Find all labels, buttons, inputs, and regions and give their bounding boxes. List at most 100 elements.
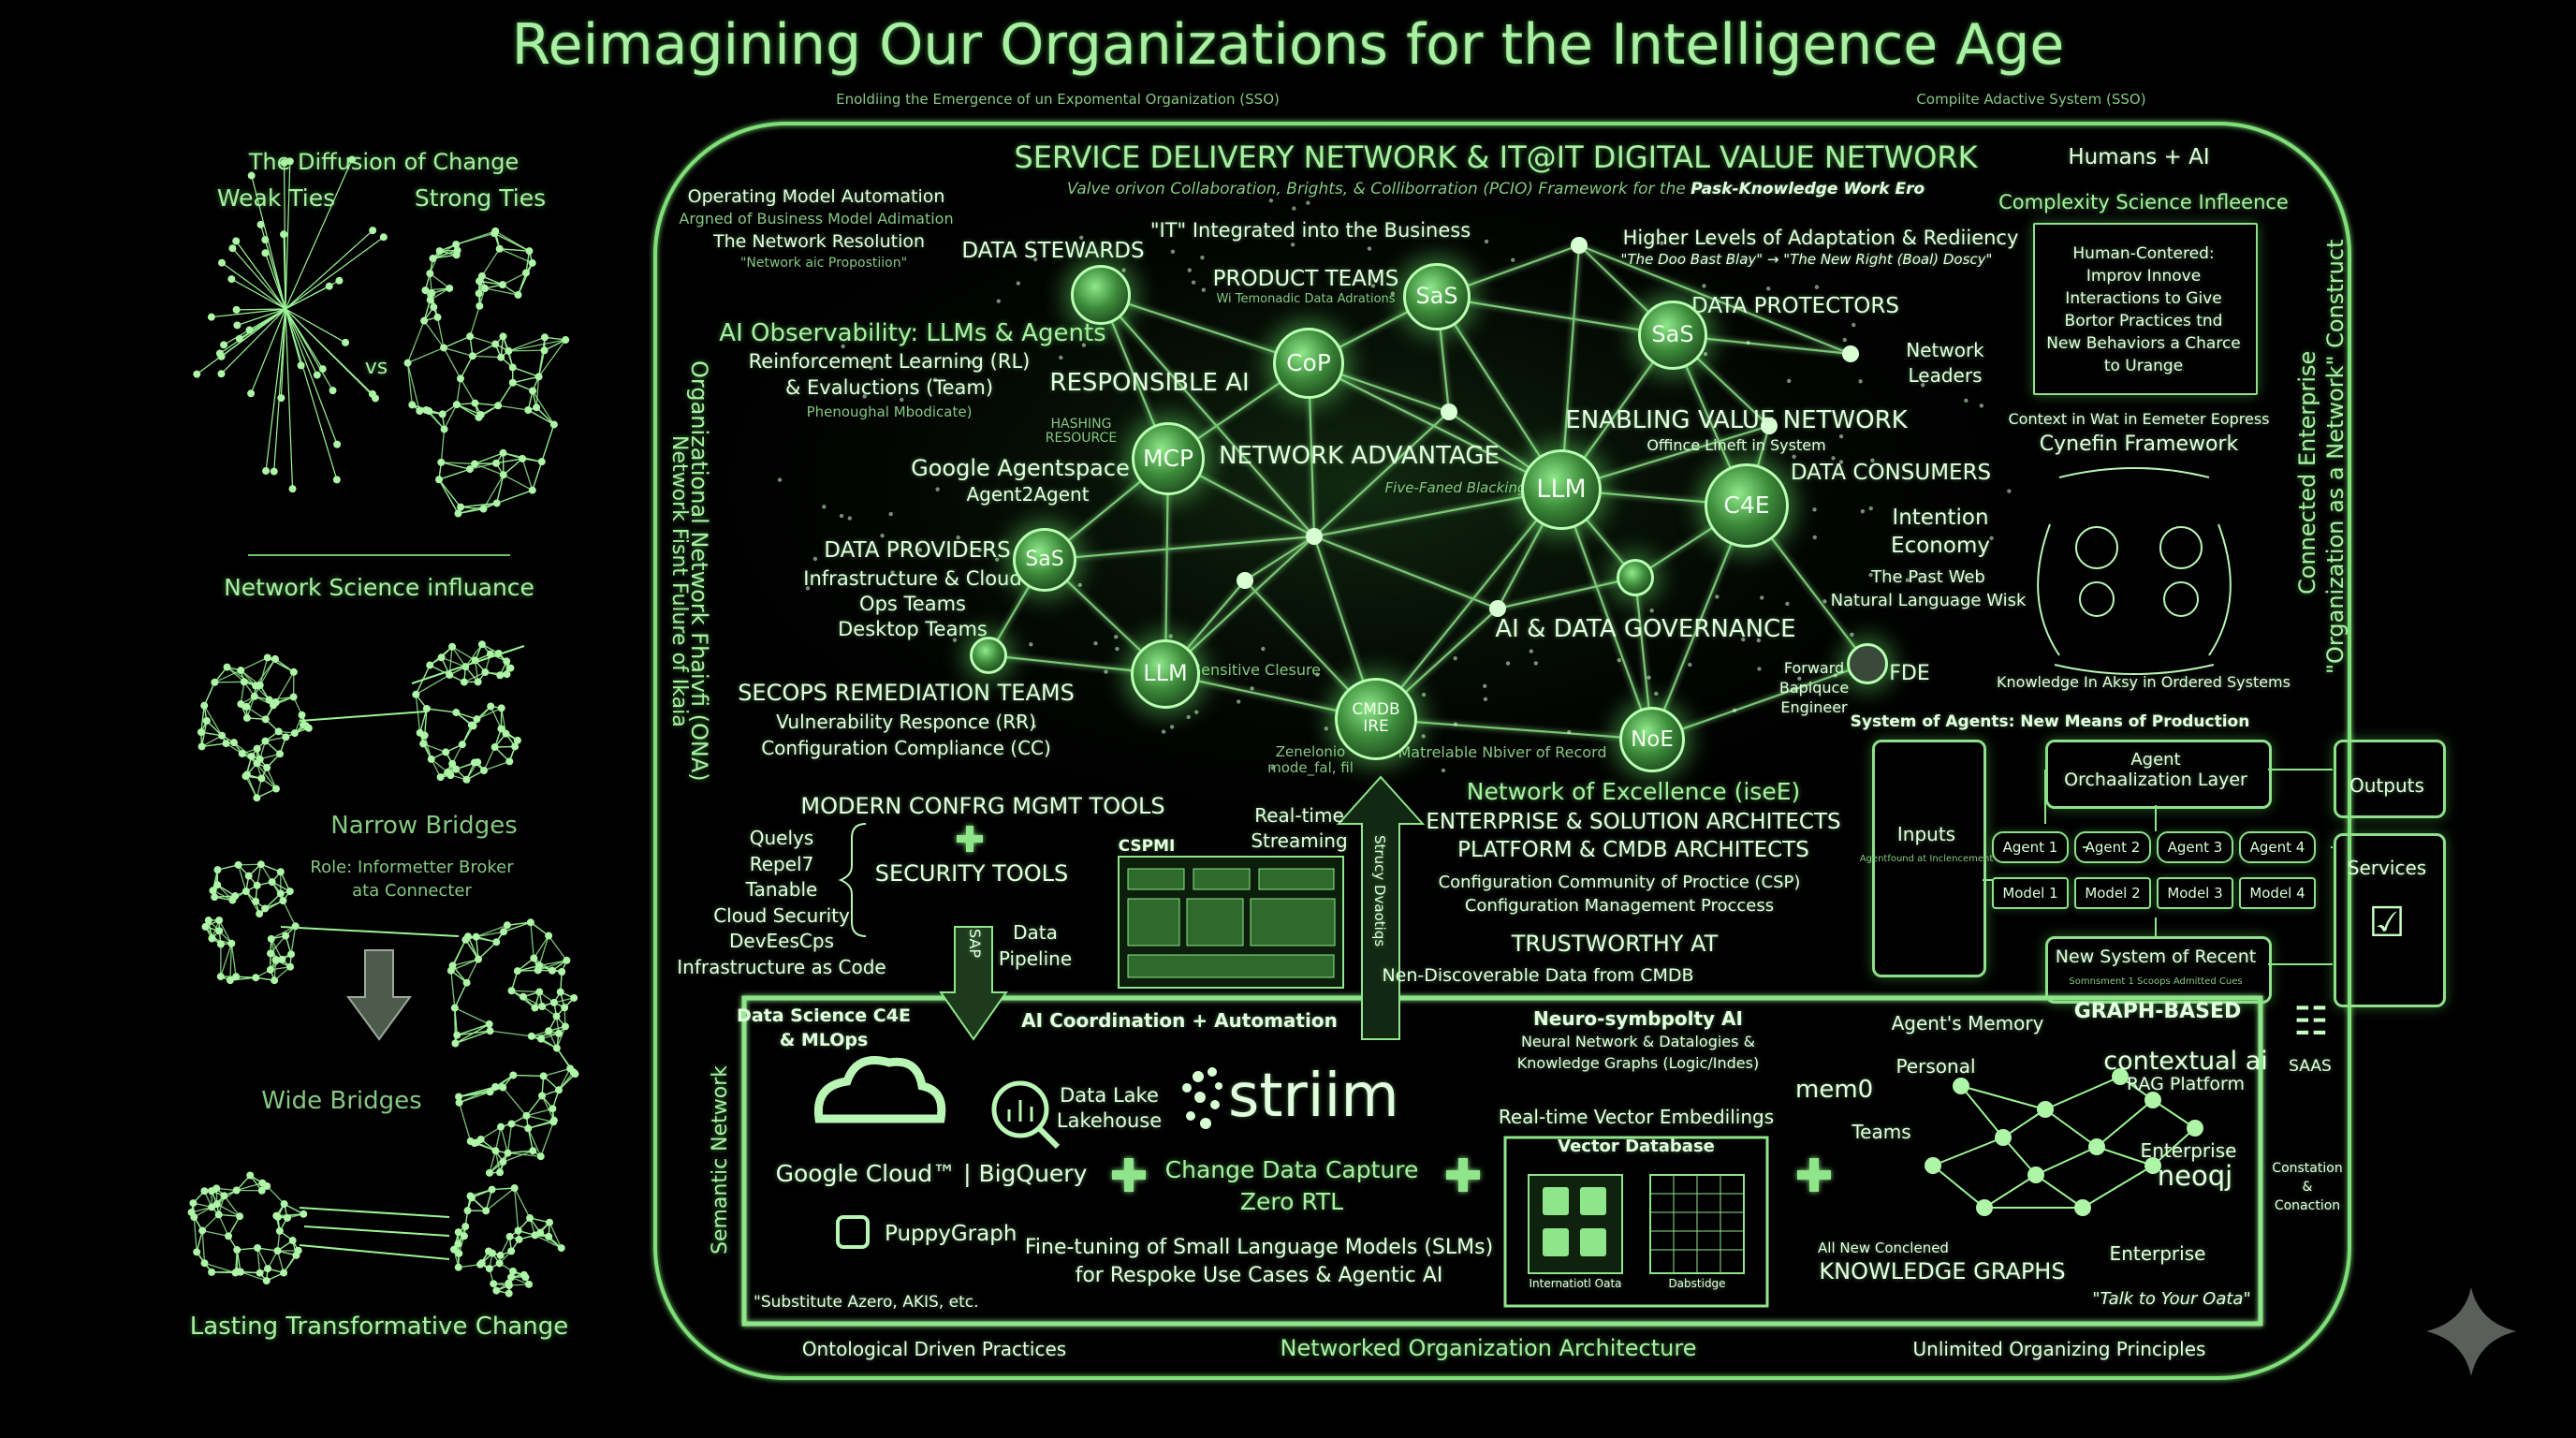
narrow-bridge-line <box>280 926 460 937</box>
strong-ties-edge <box>496 475 505 504</box>
cluster-b-node <box>477 640 486 649</box>
cluster-d-edge <box>556 1026 566 1049</box>
up-arrow-center <box>1336 775 1426 1040</box>
agent-pill[interactable]: Agent 3 <box>2157 831 2233 863</box>
model-pill[interactable]: Model 3 <box>2157 877 2233 909</box>
node-data-stewards[interactable] <box>1071 265 1131 325</box>
weak-ties-node <box>228 244 237 253</box>
cluster-d-node <box>524 1124 533 1133</box>
cluster-f-node <box>525 1280 534 1288</box>
node-llm-low[interactable]: LLM <box>1131 639 1200 709</box>
node-llm-center[interactable]: LLM <box>1521 449 1602 530</box>
weak-ties-node <box>262 467 271 476</box>
cluster-e-node <box>198 1226 207 1235</box>
knowledge-graph-node <box>2074 1199 2091 1216</box>
cluster-f-node <box>490 1280 498 1288</box>
cluster-c-node <box>213 881 222 889</box>
human-centered-line: Improv Innove <box>2086 267 2202 286</box>
cluster-d-node <box>571 1070 579 1078</box>
cluster-c-node <box>276 868 285 876</box>
cluster-a-edge <box>255 658 276 686</box>
cluster-b-node <box>448 759 457 768</box>
data-stage-label: Dabstidge <box>1668 1277 1726 1290</box>
node-cop[interactable]: CoP <box>1273 328 1344 399</box>
cluster-f-edge <box>491 1187 515 1191</box>
strong-ties-node <box>497 353 505 361</box>
strong-ties-node <box>408 401 417 409</box>
right-vertical-line2: "Organization as a Network" Construct <box>2322 239 2349 674</box>
peripheral-dot <box>1194 710 1199 714</box>
trustworthy-label: TRUSTWORTHY AT <box>1511 931 1719 957</box>
cluster-e-edge <box>218 1214 229 1237</box>
enterprise-bottom-label: Enterprise <box>2109 1242 2206 1265</box>
peripheral-dot <box>1756 638 1762 643</box>
cluster-d-node <box>545 1027 553 1035</box>
peripheral-dot <box>1833 673 1837 678</box>
services-box[interactable] <box>2334 833 2446 1007</box>
strong-ties-edge <box>440 429 446 462</box>
model-pill[interactable]: Model 1 <box>1992 877 2069 909</box>
personal-label: Personal <box>1895 1055 1976 1078</box>
internal-data-label: Internatiotl Oata <box>1529 1277 1622 1290</box>
cluster-a-node <box>289 693 298 701</box>
cluster-d-edge <box>507 1150 534 1154</box>
peripheral-dot <box>1812 507 1817 512</box>
cluster-b-node <box>416 728 424 737</box>
google-cloud-label: Google Cloud™ | BigQuery <box>775 1160 1088 1187</box>
strong-ties-edge <box>512 366 539 378</box>
node-saas-left[interactable]: SaS <box>1013 528 1076 592</box>
cluster-d-node <box>570 993 578 1002</box>
agent-pill[interactable]: Agent 1 <box>1992 831 2069 863</box>
node-saas-right[interactable]: SaS <box>1638 301 1707 370</box>
cluster-a-node <box>265 696 273 704</box>
peripheral-dot <box>862 394 867 399</box>
model-pill[interactable]: Model 4 <box>2239 877 2316 909</box>
strong-ties-edge <box>438 478 461 508</box>
cluster-d-node <box>453 1031 461 1039</box>
inputs-box[interactable] <box>1872 740 1986 977</box>
model-pill[interactable]: Model 2 <box>2074 877 2151 909</box>
header-subtitle-bold: Pask-Knowledge Work Ero <box>1690 180 1925 198</box>
human-centered-line: to Urange <box>2103 357 2184 375</box>
orchestration-box[interactable] <box>2045 740 2272 809</box>
knowledge-graph-edge <box>2044 1076 2121 1110</box>
responsible-ai-label: RESPONSIBLE AI <box>1049 369 1250 397</box>
cluster-b-node <box>503 657 511 666</box>
strong-ties-edge <box>521 458 534 491</box>
strong-ties-node <box>438 410 446 418</box>
node-data-providers[interactable] <box>970 637 1007 674</box>
new-system-box[interactable] <box>2045 936 2272 1004</box>
cluster-c-edge <box>237 864 247 892</box>
cluster-c-node <box>226 976 234 985</box>
cluster-d-node <box>507 1120 516 1128</box>
peripheral-dot <box>1732 708 1737 713</box>
node-fde[interactable] <box>1847 643 1888 684</box>
node-saas-top[interactable]: SaS <box>1403 263 1471 330</box>
peripheral-dot <box>1654 691 1659 697</box>
agent-pill[interactable]: Agent 2 <box>2074 831 2151 863</box>
cluster-c-node <box>256 910 264 918</box>
node-c4e[interactable]: C4E <box>1705 463 1789 548</box>
node-cmdb-ire[interactable]: CMDB IRE <box>1335 678 1417 760</box>
cluster-d-edge <box>511 990 540 993</box>
cluster-c-node <box>279 897 287 905</box>
page-title: Reimagining Our Organizations for the In… <box>511 12 2065 78</box>
strong-ties-node <box>452 241 461 249</box>
network-resolution-label: The Network Resolution <box>712 231 926 252</box>
strong-ties-edge <box>503 458 523 476</box>
outputs-box[interactable] <box>2334 740 2446 818</box>
data-protectors-label: DATA PROTECTORS <box>1691 294 1899 318</box>
weak-ties-edge <box>231 247 286 310</box>
modern-config-label: MODERN CONFRG MGMT TOOLS <box>800 793 1165 819</box>
cluster-b-node <box>448 642 457 651</box>
network-advantage-label: NETWORK ADVANTAGE <box>1219 442 1500 470</box>
weak-ties-node <box>220 341 228 349</box>
strong-ties-edge <box>499 248 530 252</box>
node-governance-small[interactable] <box>1617 559 1654 596</box>
node-mcp[interactable]: MCP <box>1132 422 1205 495</box>
strong-ties-edge <box>443 346 474 357</box>
agent-pill[interactable]: Agent 4 <box>2239 831 2316 863</box>
node-noe[interactable]: NoE <box>1619 707 1685 772</box>
cluster-a-node <box>247 752 256 760</box>
cluster-e-node <box>200 1259 209 1268</box>
